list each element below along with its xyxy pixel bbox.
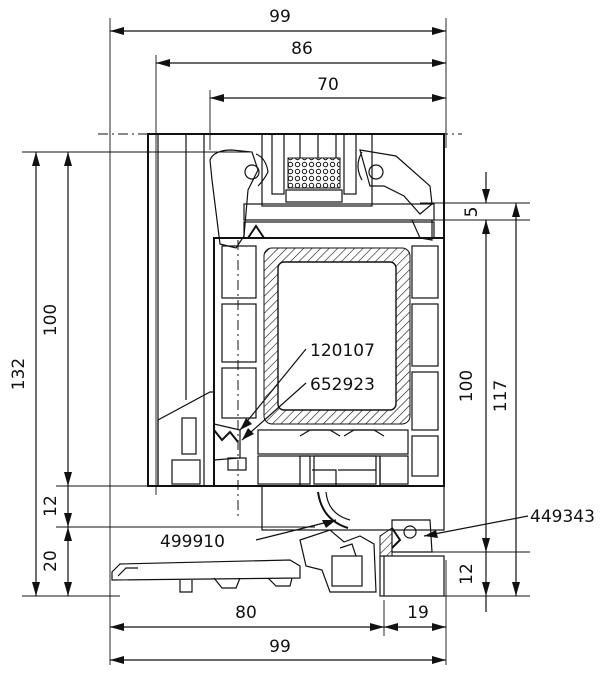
dim-bottom-99: 99	[269, 637, 291, 657]
dim-left-132: 132	[9, 358, 29, 390]
dim-right-5: 5	[462, 207, 482, 218]
part-leaders	[239, 348, 529, 541]
dim-right-117: 117	[491, 380, 511, 412]
part-label-449343: 449343	[530, 507, 595, 527]
dim-top-70: 70	[317, 75, 339, 95]
dimension-lines	[22, 18, 530, 665]
dim-right-100: 100	[457, 370, 477, 402]
part-label-652923: 652923	[310, 375, 375, 395]
part-label-120107: 120107	[310, 341, 375, 361]
part-label-499910: 499910	[160, 532, 225, 552]
dim-left-20: 20	[41, 550, 61, 572]
dim-top-86: 86	[291, 39, 313, 59]
dim-bottom-80: 80	[235, 603, 257, 623]
dim-top-99: 99	[269, 7, 291, 27]
dim-left-100: 100	[41, 304, 61, 336]
dim-left-12: 12	[41, 495, 61, 517]
window-profile	[111, 133, 445, 597]
dim-right-12: 12	[457, 563, 477, 585]
dim-bottom-19: 19	[407, 603, 429, 623]
